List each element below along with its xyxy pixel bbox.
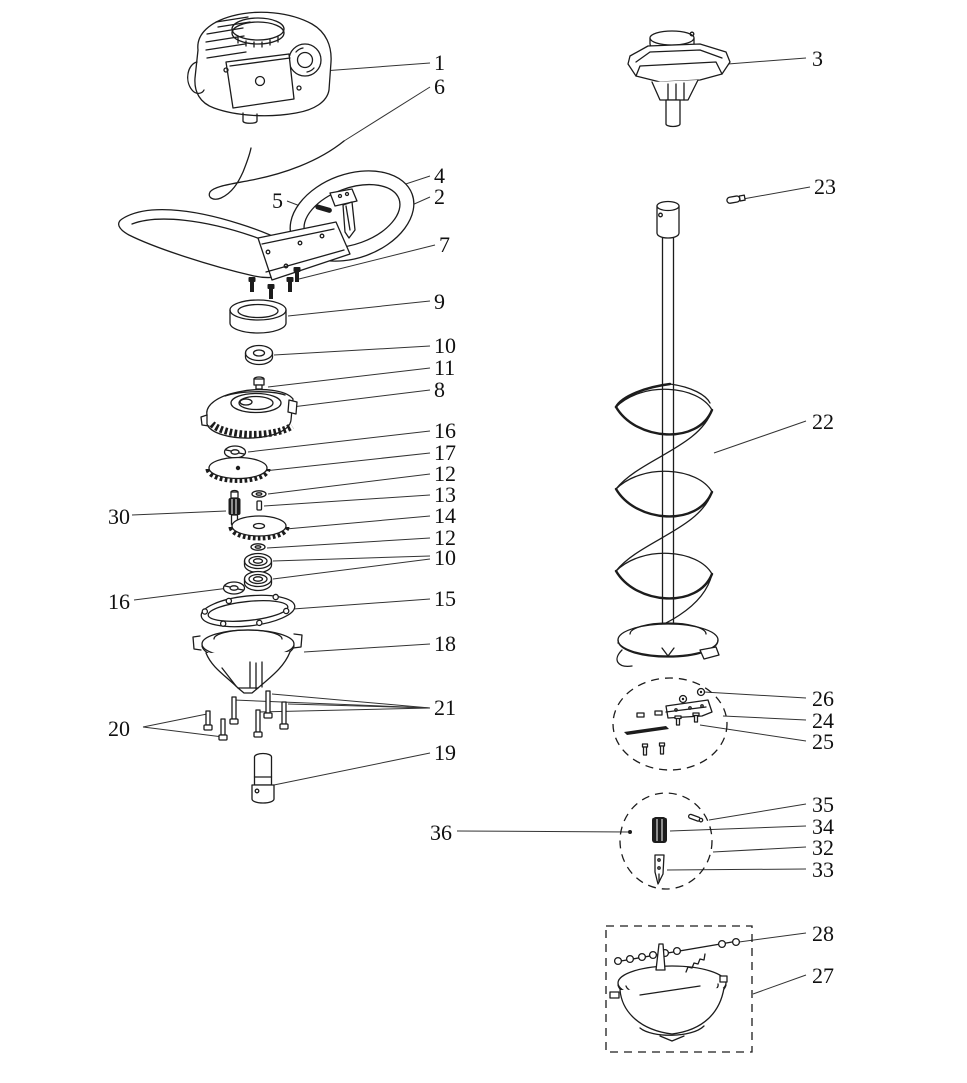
callout-3: 3	[812, 46, 823, 71]
callout-8: 8	[434, 377, 445, 402]
detail-blade-hardware	[612, 677, 728, 771]
callout-33: 33	[812, 857, 834, 882]
callout-18: 18	[434, 631, 456, 656]
blade-screw	[692, 712, 700, 723]
callout-30: 30	[108, 504, 130, 529]
callout-2: 2	[434, 184, 445, 209]
callout-1: 1	[434, 50, 445, 75]
callout-24: 24	[812, 708, 834, 733]
callout-26: 26	[812, 686, 834, 711]
callout-28: 28	[812, 921, 834, 946]
pilot-blade	[654, 854, 665, 885]
part-key	[256, 500, 263, 511]
callout-9: 9	[434, 289, 445, 314]
callout-25: 25	[812, 729, 834, 754]
callout-32: 32	[812, 835, 834, 860]
callout-16-upper: 16	[434, 418, 456, 443]
part-bolts-long	[229, 690, 289, 738]
part-bolts-short	[203, 710, 228, 741]
part-washer-mid-lower	[250, 543, 266, 551]
detail-pilot-kit	[619, 792, 713, 890]
part-washer-mid-upper	[251, 490, 267, 498]
callout-6: 6	[434, 74, 445, 99]
cutting-blade	[624, 726, 669, 735]
part-auger	[614, 200, 720, 667]
part-bearing-upper	[244, 344, 274, 366]
part-bearings-lower	[243, 552, 273, 592]
part-handle-pin	[315, 204, 332, 213]
handle-center-plate	[257, 221, 351, 281]
bottom-screw	[658, 742, 666, 755]
part-throttle-cable	[208, 140, 345, 200]
set-screw	[628, 830, 632, 834]
callout-23: 23	[814, 174, 836, 199]
callout-4: 4	[434, 163, 445, 188]
callout-20: 20	[108, 716, 130, 741]
part-handle-screws	[248, 267, 301, 299]
part-gasket	[200, 593, 296, 628]
callout-19: 19	[434, 740, 456, 765]
callout-11: 11	[434, 355, 455, 380]
callout-36: 36	[430, 820, 452, 845]
callout-27: 27	[812, 963, 834, 988]
part-handlebar	[118, 170, 415, 281]
callout-5: 5	[272, 188, 283, 213]
callout-12-upper: 12	[434, 461, 456, 486]
part-gear-small	[228, 515, 290, 541]
callout-7: 7	[439, 232, 450, 257]
callout-34: 34	[812, 814, 834, 839]
part-gear-head-assembly	[627, 30, 731, 128]
callout-13: 13	[434, 482, 456, 507]
blade-screw	[674, 715, 682, 726]
part-gear-large	[205, 456, 271, 483]
part-gear-housing-lower	[192, 629, 303, 694]
part-throttle-control	[329, 188, 358, 239]
muffler	[225, 53, 295, 109]
callout-35: 35	[812, 792, 834, 817]
pilot-holder	[652, 815, 667, 843]
part-output-shaft	[251, 752, 275, 804]
part-washer-lower	[222, 581, 246, 595]
recoil-starter	[288, 43, 322, 77]
pilot-pin	[687, 813, 704, 823]
callout-17: 17	[434, 440, 456, 465]
callout-labels: 1 6 4 2 5 7 9 10 11 8 16 17 12 13 30 14 …	[108, 46, 836, 988]
callout-15: 15	[434, 586, 456, 611]
detail-blade-guard	[605, 925, 753, 1053]
callout-10-upper: 10	[434, 333, 456, 358]
part-gear-housing-upper	[200, 388, 298, 439]
blade-guard-bowl	[609, 943, 728, 1042]
callout-10-lower: 10	[434, 545, 456, 570]
part-adapter-ring	[229, 299, 287, 334]
bottom-screw	[641, 743, 649, 756]
retainer-chain	[613, 937, 741, 966]
part-washer-upper	[223, 445, 247, 459]
callout-16-lower: 16	[108, 589, 130, 614]
callout-21: 21	[434, 695, 456, 720]
callout-22: 22	[812, 409, 834, 434]
part-engine	[187, 11, 332, 124]
callout-14: 14	[434, 503, 456, 528]
part-shear-pin	[726, 194, 746, 204]
callout-12-lower: 12	[434, 525, 456, 550]
